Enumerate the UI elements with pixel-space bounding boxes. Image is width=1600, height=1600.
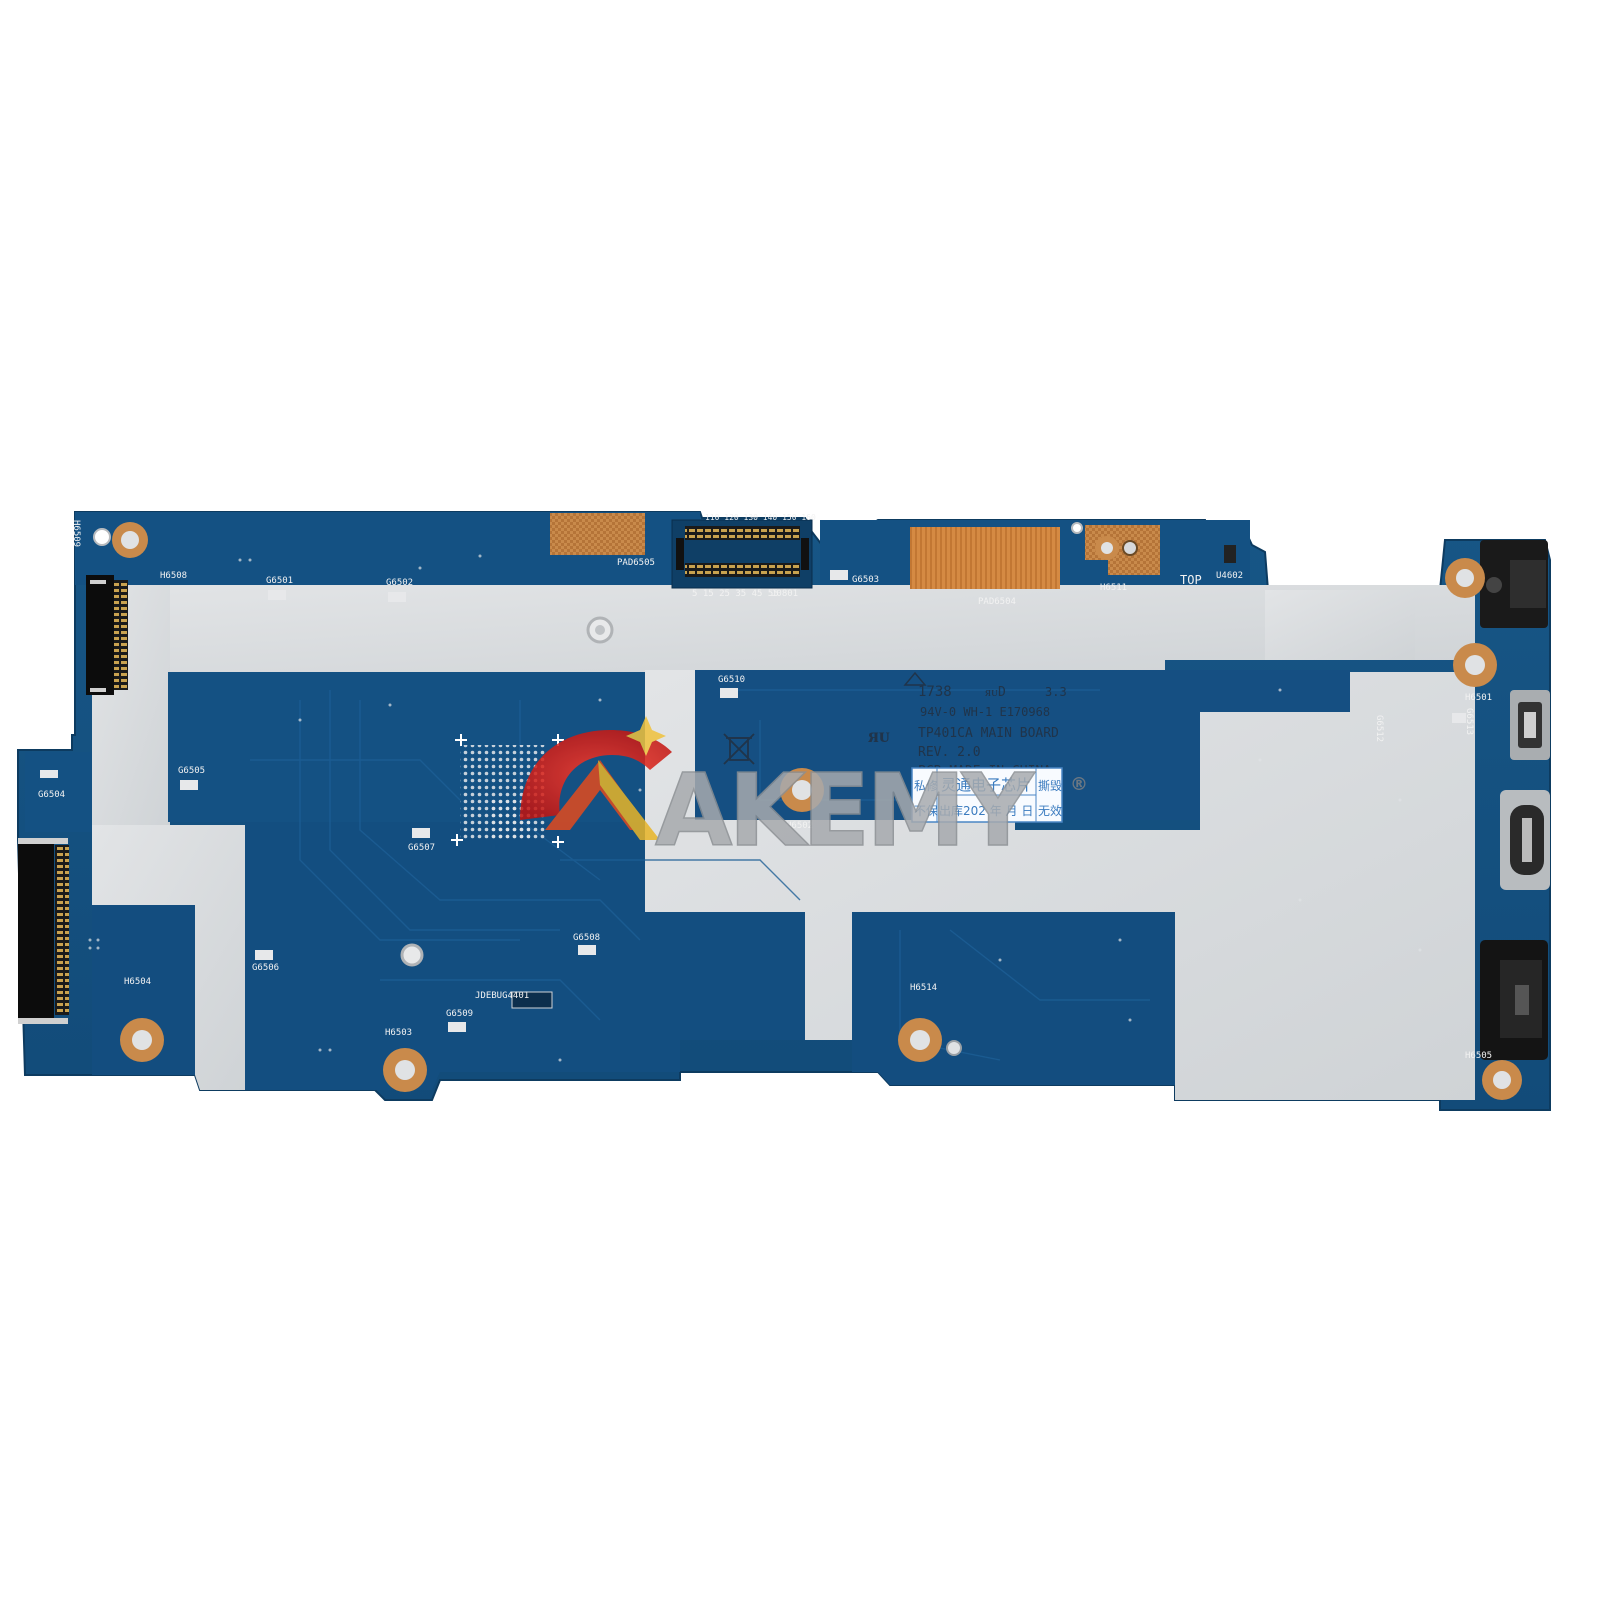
shield-plating [92, 585, 1475, 1100]
dc-jack [1480, 940, 1548, 1060]
sticker-title: 灵通电子芯片 [941, 776, 1031, 794]
svg-text:ᴙᴜ: ᴙᴜ [868, 723, 890, 747]
label-h6504: H6504 [124, 977, 151, 987]
label-pad6505: PAD6505 [617, 558, 655, 568]
label-g6507: G6507 [408, 843, 435, 853]
label-g6501: G6501 [266, 576, 293, 586]
label-g6506: G6506 [252, 963, 279, 973]
label-g6502: G6502 [386, 578, 413, 588]
sticker-right-bottom: 无效 [1038, 803, 1062, 818]
sticker-right-top: 撕毁 [1038, 778, 1062, 793]
scattered-vias [88, 554, 1422, 1062]
cert-line2: 94V-0 WH-1 E170968 [920, 705, 1050, 719]
label-h6509: H6509 [71, 520, 81, 547]
label-g6505: G6505 [178, 766, 205, 776]
copper-pad-left [550, 513, 645, 555]
pcb-inner-panels [25, 512, 1350, 1090]
audio-jack [1480, 540, 1548, 628]
copper-pad-right [910, 527, 1060, 589]
label-j0801: J0801 [771, 589, 798, 599]
label-g6509: G6509 [446, 1009, 473, 1019]
connector-j0801 [671, 519, 813, 589]
connector-left-upper [86, 575, 128, 695]
cert-code: 1738 [918, 684, 952, 700]
label-g6504: G6504 [38, 790, 65, 800]
smd-parts [40, 545, 1466, 1032]
label-connector-bottom: 5 15 25 35 45 55 [692, 589, 779, 599]
ul-mark-icon: ᴙᴜ [868, 723, 890, 747]
watermark-text: AKEMY [655, 752, 1036, 869]
label-h6502: H6502 [786, 821, 813, 831]
sticker-left-top: 私修 [914, 778, 938, 793]
cert-mark: ᴙᴜD [985, 685, 1006, 700]
cert-value: 3.3 [1045, 685, 1067, 699]
warranty-sticker: 私修 不保 灵通电子芯片 出库202 年 月 日 撕毁 无效 [911, 767, 1063, 823]
watermark-registered: ® [1070, 774, 1088, 795]
label-h6503: H6503 [385, 1028, 412, 1038]
label-pad6504: PAD6504 [978, 597, 1016, 607]
recycle-bin-icon [723, 733, 755, 765]
akemy-watermark: AKEMY ® [520, 716, 1088, 870]
board-info: 1738 ᴙᴜD 3.3 94V-0 WH-1 E170968 TP401CA … [723, 671, 1067, 779]
label-g6512: G6512 [1374, 715, 1384, 742]
label-connector-top: 110 120 130 140 150 160 [705, 513, 816, 522]
mounting-holes [93, 522, 1522, 1100]
label-g6510: G6510 [718, 675, 745, 685]
board-model: TP401CA MAIN BOARD [918, 726, 1059, 741]
label-jdebug: JDEBUG4401 [475, 991, 529, 1001]
sticker-date: 出库202 年 月 日 [939, 803, 1033, 818]
label-h6514: H6514 [910, 983, 937, 993]
label-top: TOP [1180, 573, 1202, 587]
silkscreen-labels: H6508 H6509 G6501 G6502 PAD6505 110 120 … [38, 513, 1492, 1061]
label-h6511: H6511 [1100, 583, 1127, 593]
label-h6505: H6505 [1465, 1051, 1492, 1061]
board-rev: REV. 2.0 [918, 745, 981, 760]
label-g6508: G6508 [573, 933, 600, 943]
label-h6508: H6508 [160, 571, 187, 581]
sticker-left-bottom: 不保 [914, 804, 938, 818]
label-h6501: H6501 [1465, 693, 1492, 703]
usb-micro-port [1510, 690, 1550, 760]
label-u4602: U4602 [1216, 571, 1243, 581]
label-g6513: G6513 [1464, 708, 1474, 735]
label-g6503: G6503 [852, 575, 879, 585]
connector-left-lower [18, 838, 69, 1024]
usb-c-port [1500, 790, 1550, 890]
